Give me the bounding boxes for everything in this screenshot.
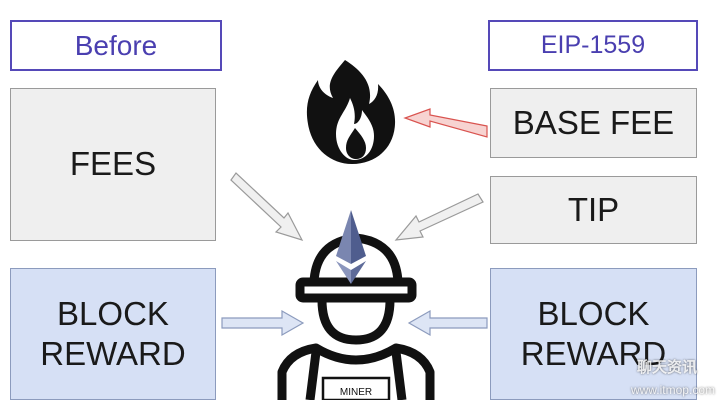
tip-box: TIP: [490, 176, 697, 244]
block-reward-box-eip: BLOCK REWARD: [490, 268, 697, 400]
miner-badge: [321, 376, 391, 400]
watermark: 聊天资讯 www.itmop.com: [630, 359, 715, 397]
reward-eip-arrow: [407, 309, 488, 337]
fees-to-miner-arrow: [230, 172, 304, 241]
watermark-title: 聊天资讯: [636, 359, 697, 376]
burn-arrow: [403, 108, 488, 138]
fees-box: FEES: [10, 88, 216, 241]
base-fee-box: BASE FEE: [490, 88, 697, 158]
before-header: Before: [10, 20, 222, 71]
eip-1559-header: EIP-1559: [488, 20, 698, 71]
tip-to-miner-arrow: [394, 193, 484, 241]
watermark-url: www.itmop.com: [630, 383, 715, 397]
ethereum-icon: [336, 210, 366, 284]
miner-figure: [277, 233, 435, 400]
reward-before-arrow: [221, 309, 305, 337]
miner-label: MINER: [340, 387, 372, 398]
block-reward-box-before: BLOCK REWARD: [10, 268, 216, 400]
fire-icon: [306, 60, 396, 164]
